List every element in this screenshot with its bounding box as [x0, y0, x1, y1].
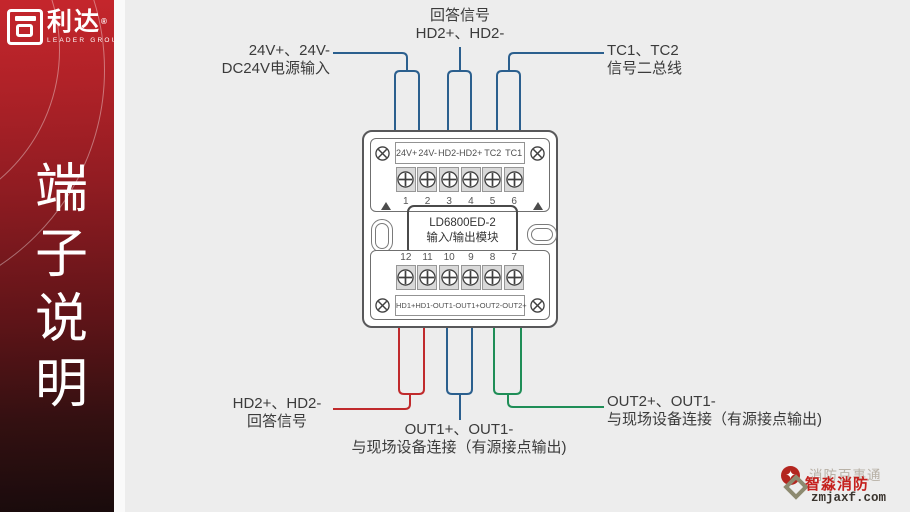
terminal-screw-icon: [504, 167, 525, 192]
bottom-label-strip: HD1+HD1-OUT1-OUT1+OUT2-OUT2+: [395, 295, 527, 316]
page-title: 端子说明: [27, 160, 87, 420]
registered-mark: ®: [101, 17, 109, 26]
brand-name: 利达®: [47, 8, 109, 36]
watermark-logo-icon: ✦: [779, 466, 813, 506]
label-out1: OUT1+、OUT1- 与现场设备连接（有源接点输出): [351, 421, 567, 456]
label-out2: OUT2+、OUT1- 与现场设备连接（有源接点输出): [607, 393, 822, 428]
wire-out2-loop: [493, 327, 522, 395]
terminal-screw-icon: [482, 265, 503, 290]
terminal-screw-icon: [439, 265, 460, 290]
leader-logo-icon: [7, 9, 43, 45]
watermark-ghost-text: 消防百事通: [809, 468, 882, 483]
terminal-screw-icon: [482, 167, 503, 192]
corner-screw-icon: [375, 298, 390, 313]
terminal-screw-icon: [460, 265, 481, 290]
wire-24v-lead: [333, 52, 408, 70]
sidebar: 利达® LEADER GROUP 端子说明: [0, 0, 114, 512]
terminal-screw-icon: [504, 265, 525, 290]
wire-out1-loop: [446, 327, 473, 395]
wire-hd1-lead: [333, 394, 411, 410]
label-answer-signal-bottom: HD2+、HD2- 回答信号: [232, 395, 322, 430]
triangle-marker-icon: [533, 202, 543, 210]
wire-tc-loop: [496, 70, 521, 131]
watermark: ✦ 消防百事通 智淼消防 zmjaxf.com: [779, 464, 907, 509]
top-screw-row: [395, 167, 525, 192]
label-signal-bus: TC1、TC2 信号二总线: [607, 42, 683, 77]
sidebar-edge: [114, 0, 125, 512]
leader-logo: 利达® LEADER GROUP: [7, 9, 114, 45]
corner-screw-icon: [530, 298, 545, 313]
watermark-domain: zmjaxf.com: [811, 491, 887, 505]
module-type: 输入/输出模块: [426, 232, 499, 244]
wire-hd1-loop: [398, 327, 425, 395]
indicator-window: [527, 224, 557, 245]
terminal-screw-icon: [395, 167, 416, 192]
watermark-circle-icon: ✦: [781, 466, 800, 485]
triangle-marker-icon: [381, 202, 391, 210]
brand-subtitle: LEADER GROUP: [47, 37, 114, 44]
wire-hd2-loop: [447, 70, 472, 131]
terminal-screw-icon: [439, 167, 460, 192]
terminal-screw-icon: [417, 265, 438, 290]
wire-24v-loop: [394, 70, 420, 131]
corner-screw-icon: [375, 146, 390, 161]
module-nameplate: LD6800ED-2 输入/输出模块: [407, 205, 518, 256]
corner-screw-icon: [530, 146, 545, 161]
indicator-led: [371, 219, 393, 253]
wire-tc-lead: [508, 52, 604, 70]
watermark-brand: 智淼消防: [805, 476, 870, 493]
terminal-screw-icon: [395, 265, 416, 290]
terminal-screw-icon: [460, 167, 481, 192]
wire-out2-lead: [507, 394, 604, 408]
terminal-screw-icon: [417, 167, 438, 192]
label-power-input: 24V+、24V- DC24V电源输入: [221, 42, 330, 77]
label-answer-signal-top: 回答信号 HD2+、HD2-: [415, 7, 505, 42]
module-model: LD6800ED-2: [429, 217, 496, 229]
bottom-screw-row: [395, 265, 525, 290]
